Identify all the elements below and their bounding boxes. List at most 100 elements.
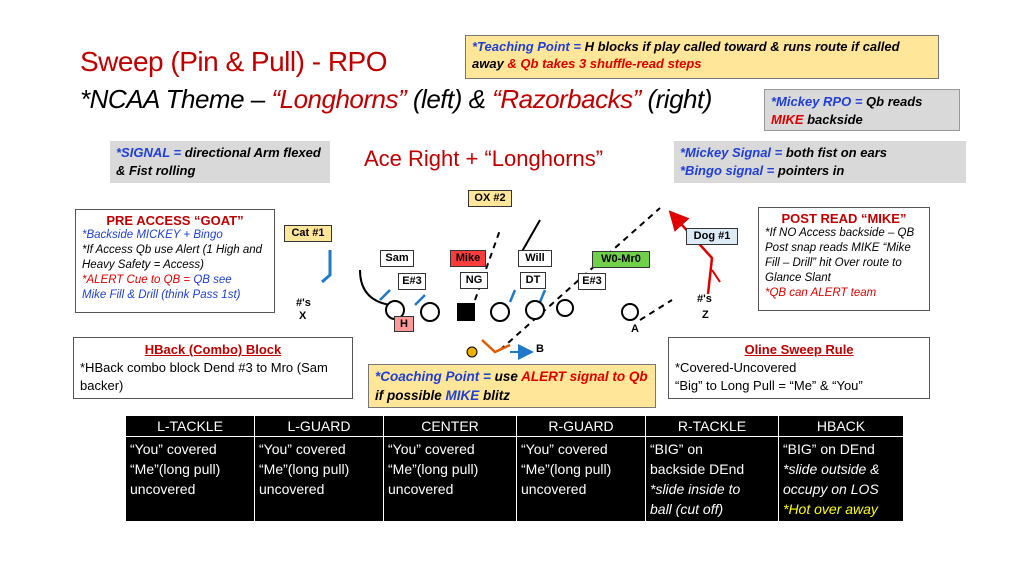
z-label: Z: [702, 309, 709, 321]
cell-line: backside DEnd: [650, 461, 745, 477]
teaching-point-text1: H blocks if play called toward & runs ro…: [472, 39, 900, 71]
cell-line: “You” covered: [388, 441, 475, 457]
b-label: B: [536, 343, 544, 355]
bingo-signal-text: pointers in: [777, 163, 845, 178]
e3-left-label: E#3: [398, 273, 426, 290]
bingo-signal-label: *Bingo signal =: [680, 163, 778, 178]
route-h-block: [359, 269, 391, 306]
header-center: CENTER: [383, 415, 517, 437]
subtitle-prefix: *NCAA Theme –: [80, 84, 272, 114]
dog-label: Dog #1: [686, 228, 738, 245]
mickey-rpo-box: *Mickey RPO = Qb reads MIKE backside: [764, 89, 960, 131]
subtitle-team-right: “Razorbacks”: [492, 84, 641, 114]
receiver-a: [621, 303, 639, 321]
route-a-stem: [639, 299, 673, 321]
coaching-point-text3: if possible: [375, 388, 446, 403]
cell-line: uncovered: [259, 481, 325, 497]
cell-line: “Me”(long pull): [388, 461, 479, 477]
post-read-box: POST READ “MIKE” *If NO Access backside …: [758, 207, 930, 311]
table-header-row: L-TACKLE L-GUARD CENTER R-GUARD R-TACKLE…: [125, 415, 904, 437]
cat-label: Cat #1: [284, 225, 332, 242]
wo-label: W0-Mr0: [592, 251, 650, 268]
mickey-signal-text: both fist on ears: [785, 145, 887, 160]
ol-center: [457, 303, 475, 321]
cell-line: occupy on LOS: [783, 481, 879, 497]
mike-label: Mike: [450, 250, 486, 267]
mickey-signal-label: *Mickey Signal =: [680, 145, 786, 160]
hback-block-box: HBack (Combo) Block *HBack combo block D…: [73, 337, 353, 399]
will-label: Will: [518, 250, 552, 267]
post-read-header: POST READ “MIKE”: [781, 211, 907, 226]
pre-access-line3a: *ALERT Cue to QB =: [82, 274, 194, 286]
signal-text: directional Arm flexed & Fist rolling: [116, 145, 321, 178]
pre-access-line1: *Backside MICKEY + Bingo: [82, 229, 223, 241]
blocking-table: L-TACKLE L-GUARD CENTER R-GUARD R-TACKLE…: [125, 415, 904, 522]
pre-access-header: PRE ACCESS “GOAT”: [106, 213, 244, 228]
h-label: H: [394, 316, 414, 332]
x-label: X: [299, 310, 307, 322]
cell-line: *slide inside to: [650, 481, 741, 497]
mickey-signal-box: *Mickey Signal = both fist on ears *Bing…: [674, 141, 966, 183]
pre-access-line4: Mike Fill & Drill (think Pass 1st): [82, 289, 241, 301]
cell-r-tackle: “BIG” on backside DEnd *slide inside to …: [645, 436, 779, 522]
header-l-guard: L-GUARD: [254, 415, 384, 437]
teaching-point-label: *Teaching Point =: [472, 39, 585, 54]
coaching-point-box: *Coaching Point = use ALERT signal to Qb…: [368, 364, 656, 408]
post-read-line1: *If NO Access backside – QB Post snap re…: [765, 227, 915, 284]
mickey-rpo-label: *Mickey RPO =: [771, 94, 867, 109]
route-z-red: [668, 210, 714, 295]
cell-line: “You” covered: [130, 441, 217, 457]
cell-l-guard: “You” covered “Me”(long pull) uncovered: [254, 436, 384, 522]
coaching-point-text2: signal to Qb: [565, 369, 648, 384]
block-rg: [508, 289, 517, 303]
cell-line: uncovered: [130, 481, 196, 497]
cell-line: *Hot over away: [783, 501, 878, 517]
qb-shuffle: [481, 339, 511, 354]
cell-hback: “BIG” on DEnd *slide outside & occupy on…: [778, 436, 904, 522]
pre-access-line2: *If Access Qb use Alert (1 High and Heav…: [82, 244, 263, 271]
ol-rg: [490, 302, 510, 322]
signal-label: *SIGNAL =: [116, 145, 185, 160]
header-r-guard: R-GUARD: [516, 415, 646, 437]
coaching-point-text1: use: [494, 369, 522, 384]
cell-line: uncovered: [521, 481, 587, 497]
pre-access-box: PRE ACCESS “GOAT” *Backside MICKEY + Bin…: [75, 209, 275, 313]
route-x-blue: [321, 250, 332, 284]
coaching-point-highlight: ALERT: [521, 369, 566, 384]
header-l-tackle: L-TACKLE: [125, 415, 255, 437]
teaching-point-box: *Teaching Point = H blocks if play calle…: [465, 35, 939, 79]
route-will-arrow: [519, 219, 541, 256]
teaching-point-text2: & Qb takes 3 shuffle-read steps: [507, 56, 702, 71]
signal-box: *SIGNAL = directional Arm flexed & Fist …: [110, 141, 330, 183]
cell-line: “Me”(long pull): [130, 461, 221, 477]
mickey-rpo-text1: Qb reads: [866, 94, 923, 109]
page-subtitle: *NCAA Theme – “Longhorns” (left) & “Razo…: [80, 84, 712, 115]
ng-label: NG: [460, 272, 488, 289]
cell-line: ball (cut off): [650, 501, 724, 517]
mickey-rpo-highlight: MIKE: [771, 112, 804, 127]
route-z-tail: [711, 269, 721, 283]
subtitle-middle-left: (left) &: [406, 84, 493, 114]
dt-label: DT: [520, 272, 546, 289]
coaching-point-label: *Coaching Point =: [375, 369, 495, 384]
block-lt: [379, 289, 391, 301]
oline-rule-box: Oline Sweep Rule *Covered-Uncovered “Big…: [668, 337, 930, 399]
page-title: Sweep (Pin & Pull) - RPO: [80, 46, 388, 77]
oline-rule-line1: *Covered-Uncovered: [675, 360, 797, 375]
oline-rule-line2: “Big” to Long Pull = “Me” & “You”: [675, 378, 863, 393]
cell-line: “BIG” on DEnd: [783, 441, 875, 457]
mickey-rpo-text2: backside: [803, 112, 863, 127]
cell-line: “You” covered: [521, 441, 608, 457]
ol-lg: [420, 302, 440, 322]
coaching-point-text4: blitz: [479, 388, 511, 403]
cell-r-guard: “You” covered “Me”(long pull) uncovered: [516, 436, 646, 522]
coaching-point-highlight2: MIKE: [445, 388, 480, 403]
formation-title: Ace Right + “Longhorns”: [364, 146, 604, 171]
ol-rt: [525, 300, 545, 320]
table-row: “You” covered “Me”(long pull) uncovered …: [125, 436, 904, 522]
e3-right-label: E#3: [578, 273, 606, 290]
hback-block-header: HBack (Combo) Block: [144, 342, 282, 357]
ox-label: OX #2: [468, 190, 512, 207]
oline-rule-header: Oline Sweep Rule: [744, 342, 854, 357]
